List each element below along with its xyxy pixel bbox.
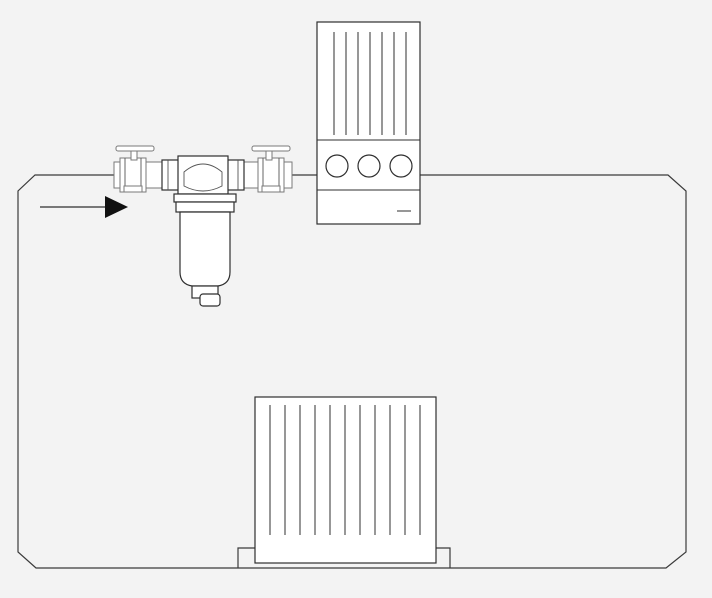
boiler-knob xyxy=(357,154,381,178)
boiler-knob xyxy=(325,154,349,178)
radiator-fins xyxy=(269,405,421,535)
pipe-radiator-step xyxy=(237,547,451,568)
valve-icon xyxy=(243,145,293,193)
arrow-right-icon xyxy=(40,196,128,218)
filter-icon xyxy=(161,155,245,307)
radiator-icon xyxy=(254,396,437,564)
boiler-icon xyxy=(316,21,421,225)
valve-icon xyxy=(113,145,163,193)
boiler-fins xyxy=(333,32,407,135)
pipe-loop xyxy=(17,174,687,569)
boiler-knob xyxy=(389,154,413,178)
